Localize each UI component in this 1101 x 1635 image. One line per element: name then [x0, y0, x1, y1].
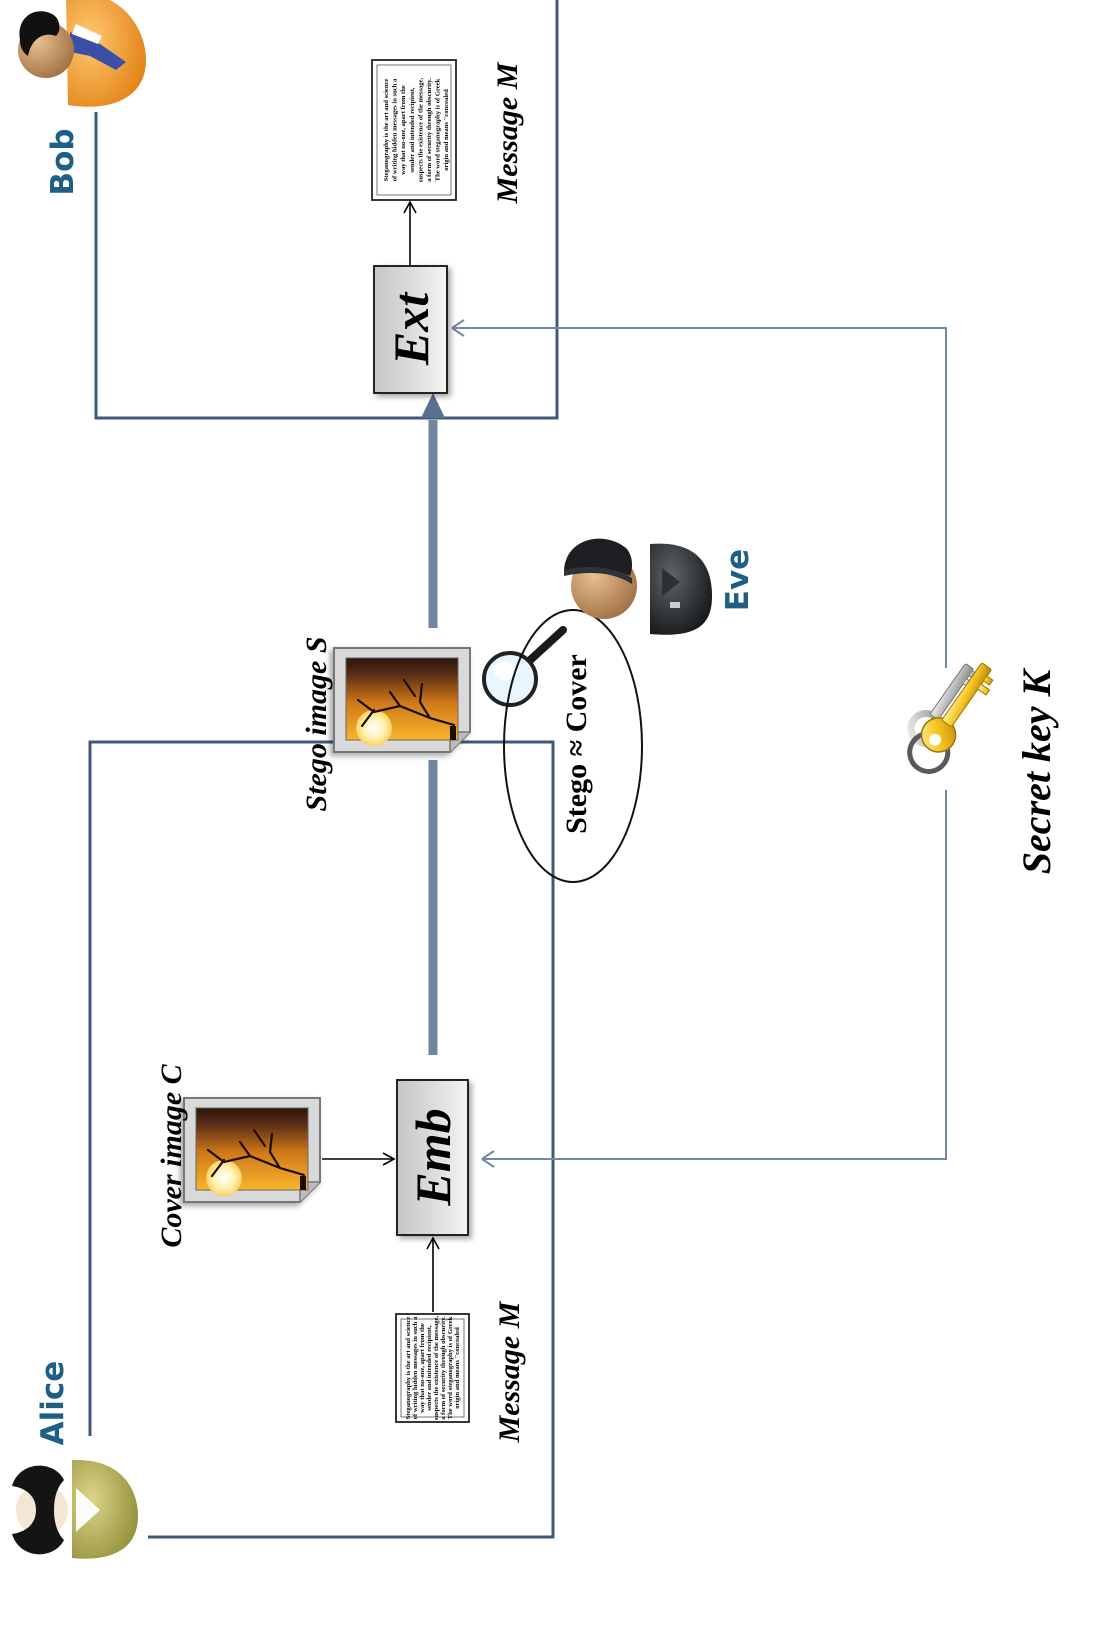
embed-label: Emb	[405, 1108, 461, 1206]
message-line: sender and intended recipient,	[426, 1325, 433, 1410]
extract-block: Ext	[374, 266, 447, 393]
extract-label: Ext	[383, 291, 439, 366]
image-file-icon	[184, 1098, 320, 1202]
message-line: The word steganography is of Greek	[447, 1316, 454, 1419]
female-user-icon	[12, 1460, 138, 1559]
eve-label: Eve	[720, 549, 756, 611]
message-line: suspects the existence of the message,	[433, 1315, 440, 1420]
message-line: The word steganography is of Greek	[435, 78, 442, 181]
message-label-sender: Message M	[493, 1300, 526, 1443]
cover-image-label: Cover image C	[155, 1063, 188, 1247]
bob-label: Bob	[45, 128, 81, 195]
stego-cover-label: Stego ≈ Cover	[560, 654, 593, 834]
message-line: a form of security through obscurity.	[426, 78, 433, 182]
message-line: origin and means "concealed	[443, 89, 450, 171]
magnifier-icon	[484, 630, 563, 705]
message-line: sender and intended recipient,	[409, 87, 416, 172]
spy-user-icon	[564, 539, 712, 635]
message-line: a form of security through obscurity.	[440, 1316, 447, 1420]
alice-label: Alice	[35, 1361, 71, 1446]
embed-block: Emb	[397, 1080, 468, 1235]
secret-key-label: Secret key K	[1014, 667, 1059, 874]
message-line: origin and means "concealed	[454, 1327, 461, 1409]
keys-icon	[892, 649, 1004, 778]
image-file-icon	[334, 648, 470, 752]
message-line: Steganography is the art and science	[383, 79, 390, 182]
message-line: way that no-one, apart from the	[419, 1323, 426, 1413]
message-line: suspects the existence of the message,	[417, 77, 424, 182]
message-label-receiver: Message M	[491, 61, 524, 204]
message-line: Steganography is the art and science	[405, 1317, 412, 1420]
channel-arrowhead	[421, 393, 445, 418]
message-line: of writing hidden messages in such a	[392, 78, 399, 181]
stego-image-label: Stego image S	[300, 636, 333, 811]
bob-frame	[96, 0, 557, 418]
message-line: of writing hidden messages in such a	[412, 1316, 419, 1419]
male-user-icon	[18, 0, 146, 107]
message-line: way that no-one, apart from the	[400, 85, 407, 175]
